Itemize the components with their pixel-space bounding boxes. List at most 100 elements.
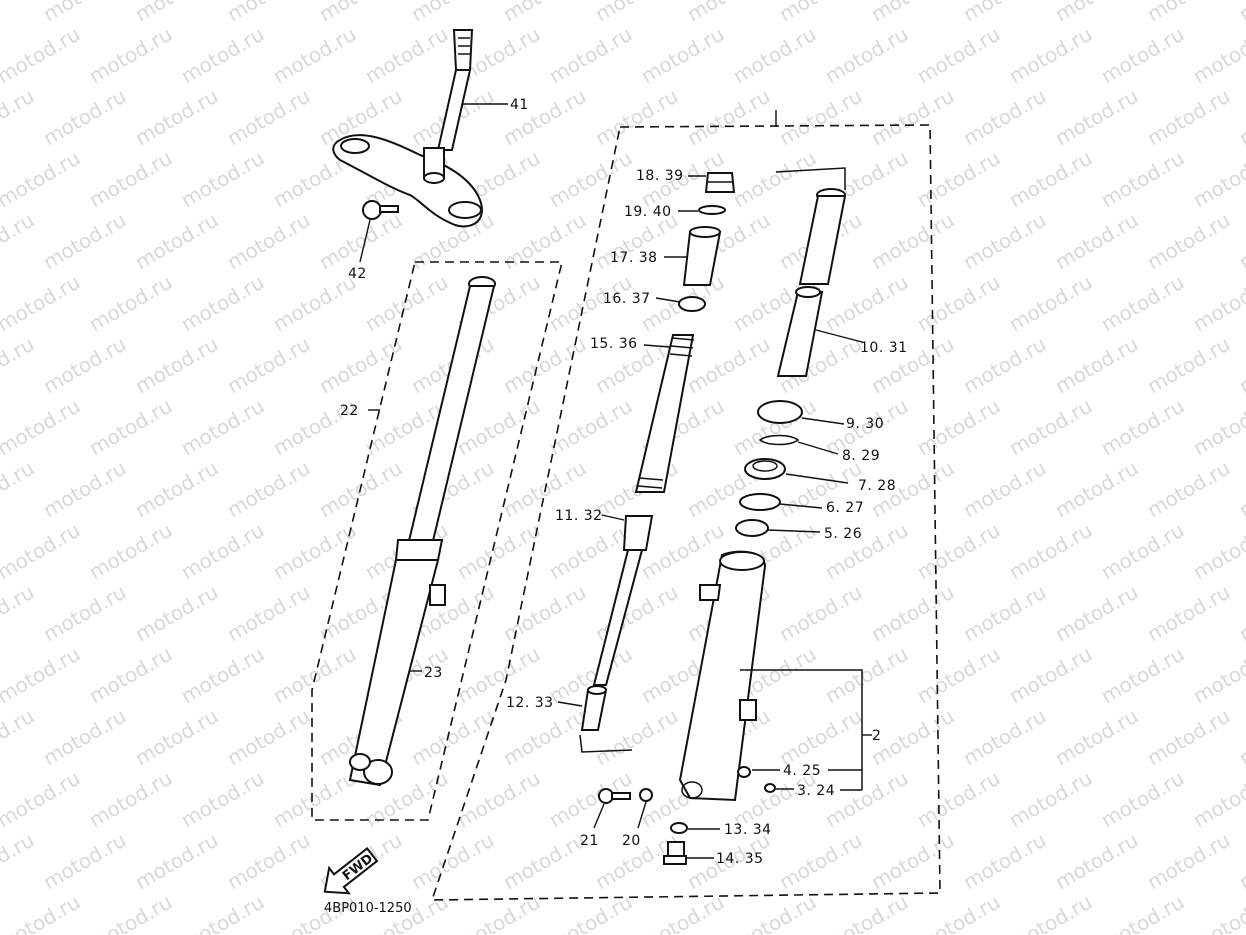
watermark-text: motod.ru (1235, 828, 1246, 895)
label-6: 6. 27 (826, 500, 864, 516)
watermark-text: motod.ru (1005, 394, 1096, 461)
assembly-outline-22 (311, 261, 564, 821)
watermark-text: motod.ru (1189, 270, 1246, 337)
watermark-text: motod.ru (1143, 456, 1234, 523)
watermark-text: motod.ru (913, 518, 1004, 585)
watermark-text: motod.ru (1189, 890, 1246, 935)
watermark-text: motod.ru (499, 84, 590, 151)
watermark-text: motod.ru (85, 22, 176, 89)
leader-16 (655, 297, 681, 303)
watermark-text: motod.ru (499, 208, 590, 275)
watermark-text: motod.ru (913, 22, 1004, 89)
watermark-text: motod.ru (545, 146, 636, 213)
screw-3 (764, 783, 776, 793)
watermark-text: motod.ru (223, 84, 314, 151)
retaining-clip-8 (758, 434, 800, 446)
assembly-outline-1 (430, 124, 941, 901)
label-10: 10. 31 (860, 340, 908, 356)
label-16: 16. 37 (603, 291, 651, 307)
oil-seal-7 (744, 458, 786, 480)
watermark-text: motod.ru (85, 642, 176, 709)
watermark-text: motod.ru (1235, 0, 1246, 26)
watermark-text: motod.ru (0, 22, 84, 89)
watermark-text: motod.ru (499, 828, 590, 895)
watermark-text: motod.ru (223, 332, 314, 399)
leader-12 (557, 701, 583, 707)
leader-7 (785, 473, 849, 484)
label-4: 4. 25 (783, 763, 821, 779)
label-18: 18. 39 (636, 168, 684, 184)
leader-20 (637, 801, 647, 829)
watermark-text: motod.ru (407, 704, 498, 771)
watermark-text: motod.ru (959, 332, 1050, 399)
leader-5 (767, 529, 821, 533)
watermark-text: motod.ru (0, 828, 38, 895)
watermark-text: motod.ru (131, 456, 222, 523)
bolt-21 (598, 788, 631, 804)
watermark-text: motod.ru (1235, 704, 1246, 771)
watermark-text: motod.ru (959, 0, 1050, 26)
inner-tube-10 (776, 188, 847, 377)
watermark-text: motod.ru (131, 580, 222, 647)
watermark-text: motod.ru (1189, 642, 1246, 709)
washer-4 (737, 766, 751, 778)
watermark-text: motod.ru (39, 208, 130, 275)
watermark-text: motod.ru (959, 456, 1050, 523)
watermark-text: motod.ru (1097, 642, 1188, 709)
watermark-text: motod.ru (729, 22, 820, 89)
watermark-text: motod.ru (591, 84, 682, 151)
watermark-text: motod.ru (821, 890, 912, 935)
label-13: 13. 34 (724, 822, 772, 838)
watermark-text: motod.ru (223, 0, 314, 26)
watermark-text: motod.ru (1051, 828, 1142, 895)
leader-10 (815, 329, 863, 343)
watermark-text: motod.ru (0, 84, 38, 151)
watermark-text: motod.ru (0, 332, 38, 399)
watermark-text: motod.ru (591, 0, 682, 26)
watermark-text: motod.ru (1235, 84, 1246, 151)
watermark-text: motod.ru (775, 828, 866, 895)
watermark-text: motod.ru (1143, 704, 1234, 771)
watermark-text: motod.ru (867, 580, 958, 647)
watermark-text: motod.ru (0, 146, 84, 213)
leader-6 (779, 503, 823, 509)
watermark-text: motod.ru (85, 890, 176, 935)
watermark-text: motod.ru (545, 22, 636, 89)
watermark-text: motod.ru (269, 518, 360, 585)
watermark-text: motod.ru (1005, 766, 1096, 833)
watermark-text: motod.ru (1189, 766, 1246, 833)
taper-spindle-12 (580, 685, 608, 731)
leader-9 (801, 417, 845, 425)
outer-tube-2 (678, 550, 767, 802)
watermark-text: motod.ru (1005, 146, 1096, 213)
watermark-text: motod.ru (39, 456, 130, 523)
watermark-text: motod.ru (1097, 518, 1188, 585)
label-15: 15. 36 (590, 336, 638, 352)
watermark-text: motod.ru (223, 208, 314, 275)
watermark-text: motod.ru (913, 394, 1004, 461)
watermark-text: motod.ru (39, 84, 130, 151)
watermark-text: motod.ru (959, 704, 1050, 771)
spacer-17 (682, 226, 722, 286)
watermark-text: motod.ru (775, 580, 866, 647)
watermark-text: motod.ru (1143, 828, 1234, 895)
watermark-text: motod.ru (177, 890, 268, 935)
watermark-text: motod.ru (867, 0, 958, 26)
watermark-text: motod.ru (913, 270, 1004, 337)
watermark-text: motod.ru (131, 704, 222, 771)
watermark-text: motod.ru (959, 580, 1050, 647)
watermark-text: motod.ru (867, 84, 958, 151)
watermark-text: motod.ru (821, 766, 912, 833)
watermark-text: motod.ru (683, 84, 774, 151)
watermark-text: motod.ru (775, 84, 866, 151)
watermark-text: motod.ru (131, 84, 222, 151)
watermark-text: motod.ru (1143, 208, 1234, 275)
watermark-text: motod.ru (1189, 22, 1246, 89)
slide-metal-5 (735, 519, 769, 537)
watermark-text: motod.ru (913, 642, 1004, 709)
watermark-text: motod.ru (1189, 394, 1246, 461)
watermark-text: motod.ru (223, 456, 314, 523)
watermark-text: motod.ru (959, 828, 1050, 895)
watermark-text: motod.ru (821, 270, 912, 337)
watermark-text: motod.ru (1005, 270, 1096, 337)
